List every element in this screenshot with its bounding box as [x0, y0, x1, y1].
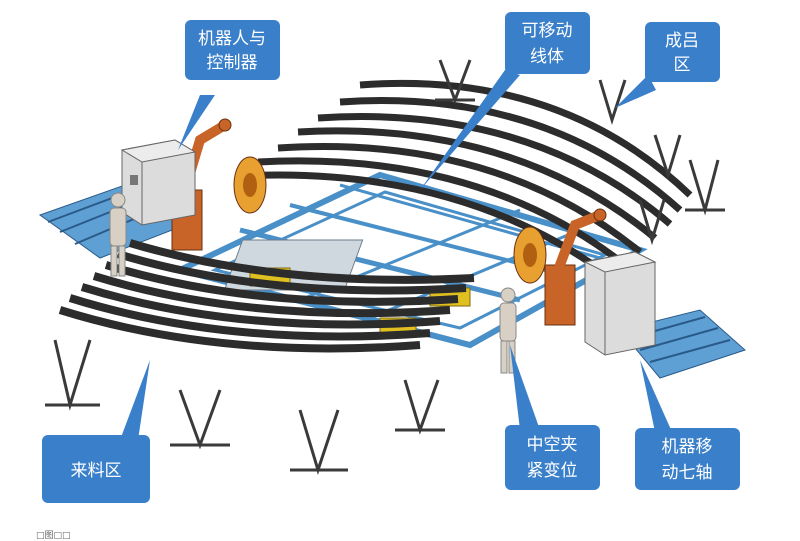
callout-robot-axis-line2: 动七轴	[662, 463, 713, 483]
figure-footnote: □图□□	[36, 531, 71, 541]
callout-robot-controller-line2: 控制器	[207, 53, 258, 73]
callout-forming-zone-line1: 成吕	[665, 31, 699, 51]
feeding-zone-stands	[45, 339, 445, 475]
callout-movable-line-line2: 线体	[530, 47, 564, 67]
callout-hollow-clamp: 中空夹 紧变位	[505, 345, 600, 490]
right-control-cabinet	[583, 251, 657, 356]
feeding-zone-rails	[58, 239, 475, 353]
left-human-figure	[109, 192, 127, 277]
callout-feeding-zone: 来料区	[42, 360, 150, 503]
callout-forming-zone: 成吕 区	[615, 22, 720, 108]
callout-feeding-zone-line1: 来料区	[71, 461, 122, 481]
right-robot	[513, 208, 607, 326]
left-control-cabinet	[120, 139, 197, 226]
callout-robot-axis: 机器移 动七轴	[635, 360, 740, 490]
callout-hollow-clamp-line1: 中空夹	[527, 435, 578, 455]
callout-hollow-clamp-line2: 紧变位	[527, 461, 578, 481]
forming-zone-stands	[435, 59, 725, 246]
callout-forming-zone-line2: 区	[674, 55, 691, 75]
callout-robot-controller-line1: 机器人与	[198, 29, 266, 49]
callout-robot-controller: 机器人与 控制器	[178, 20, 280, 150]
callout-robot-axis-line1: 机器移	[662, 437, 713, 457]
callout-movable-line: 可移动 线体	[420, 12, 590, 190]
callout-movable-line-line1: 可移动	[522, 21, 573, 41]
